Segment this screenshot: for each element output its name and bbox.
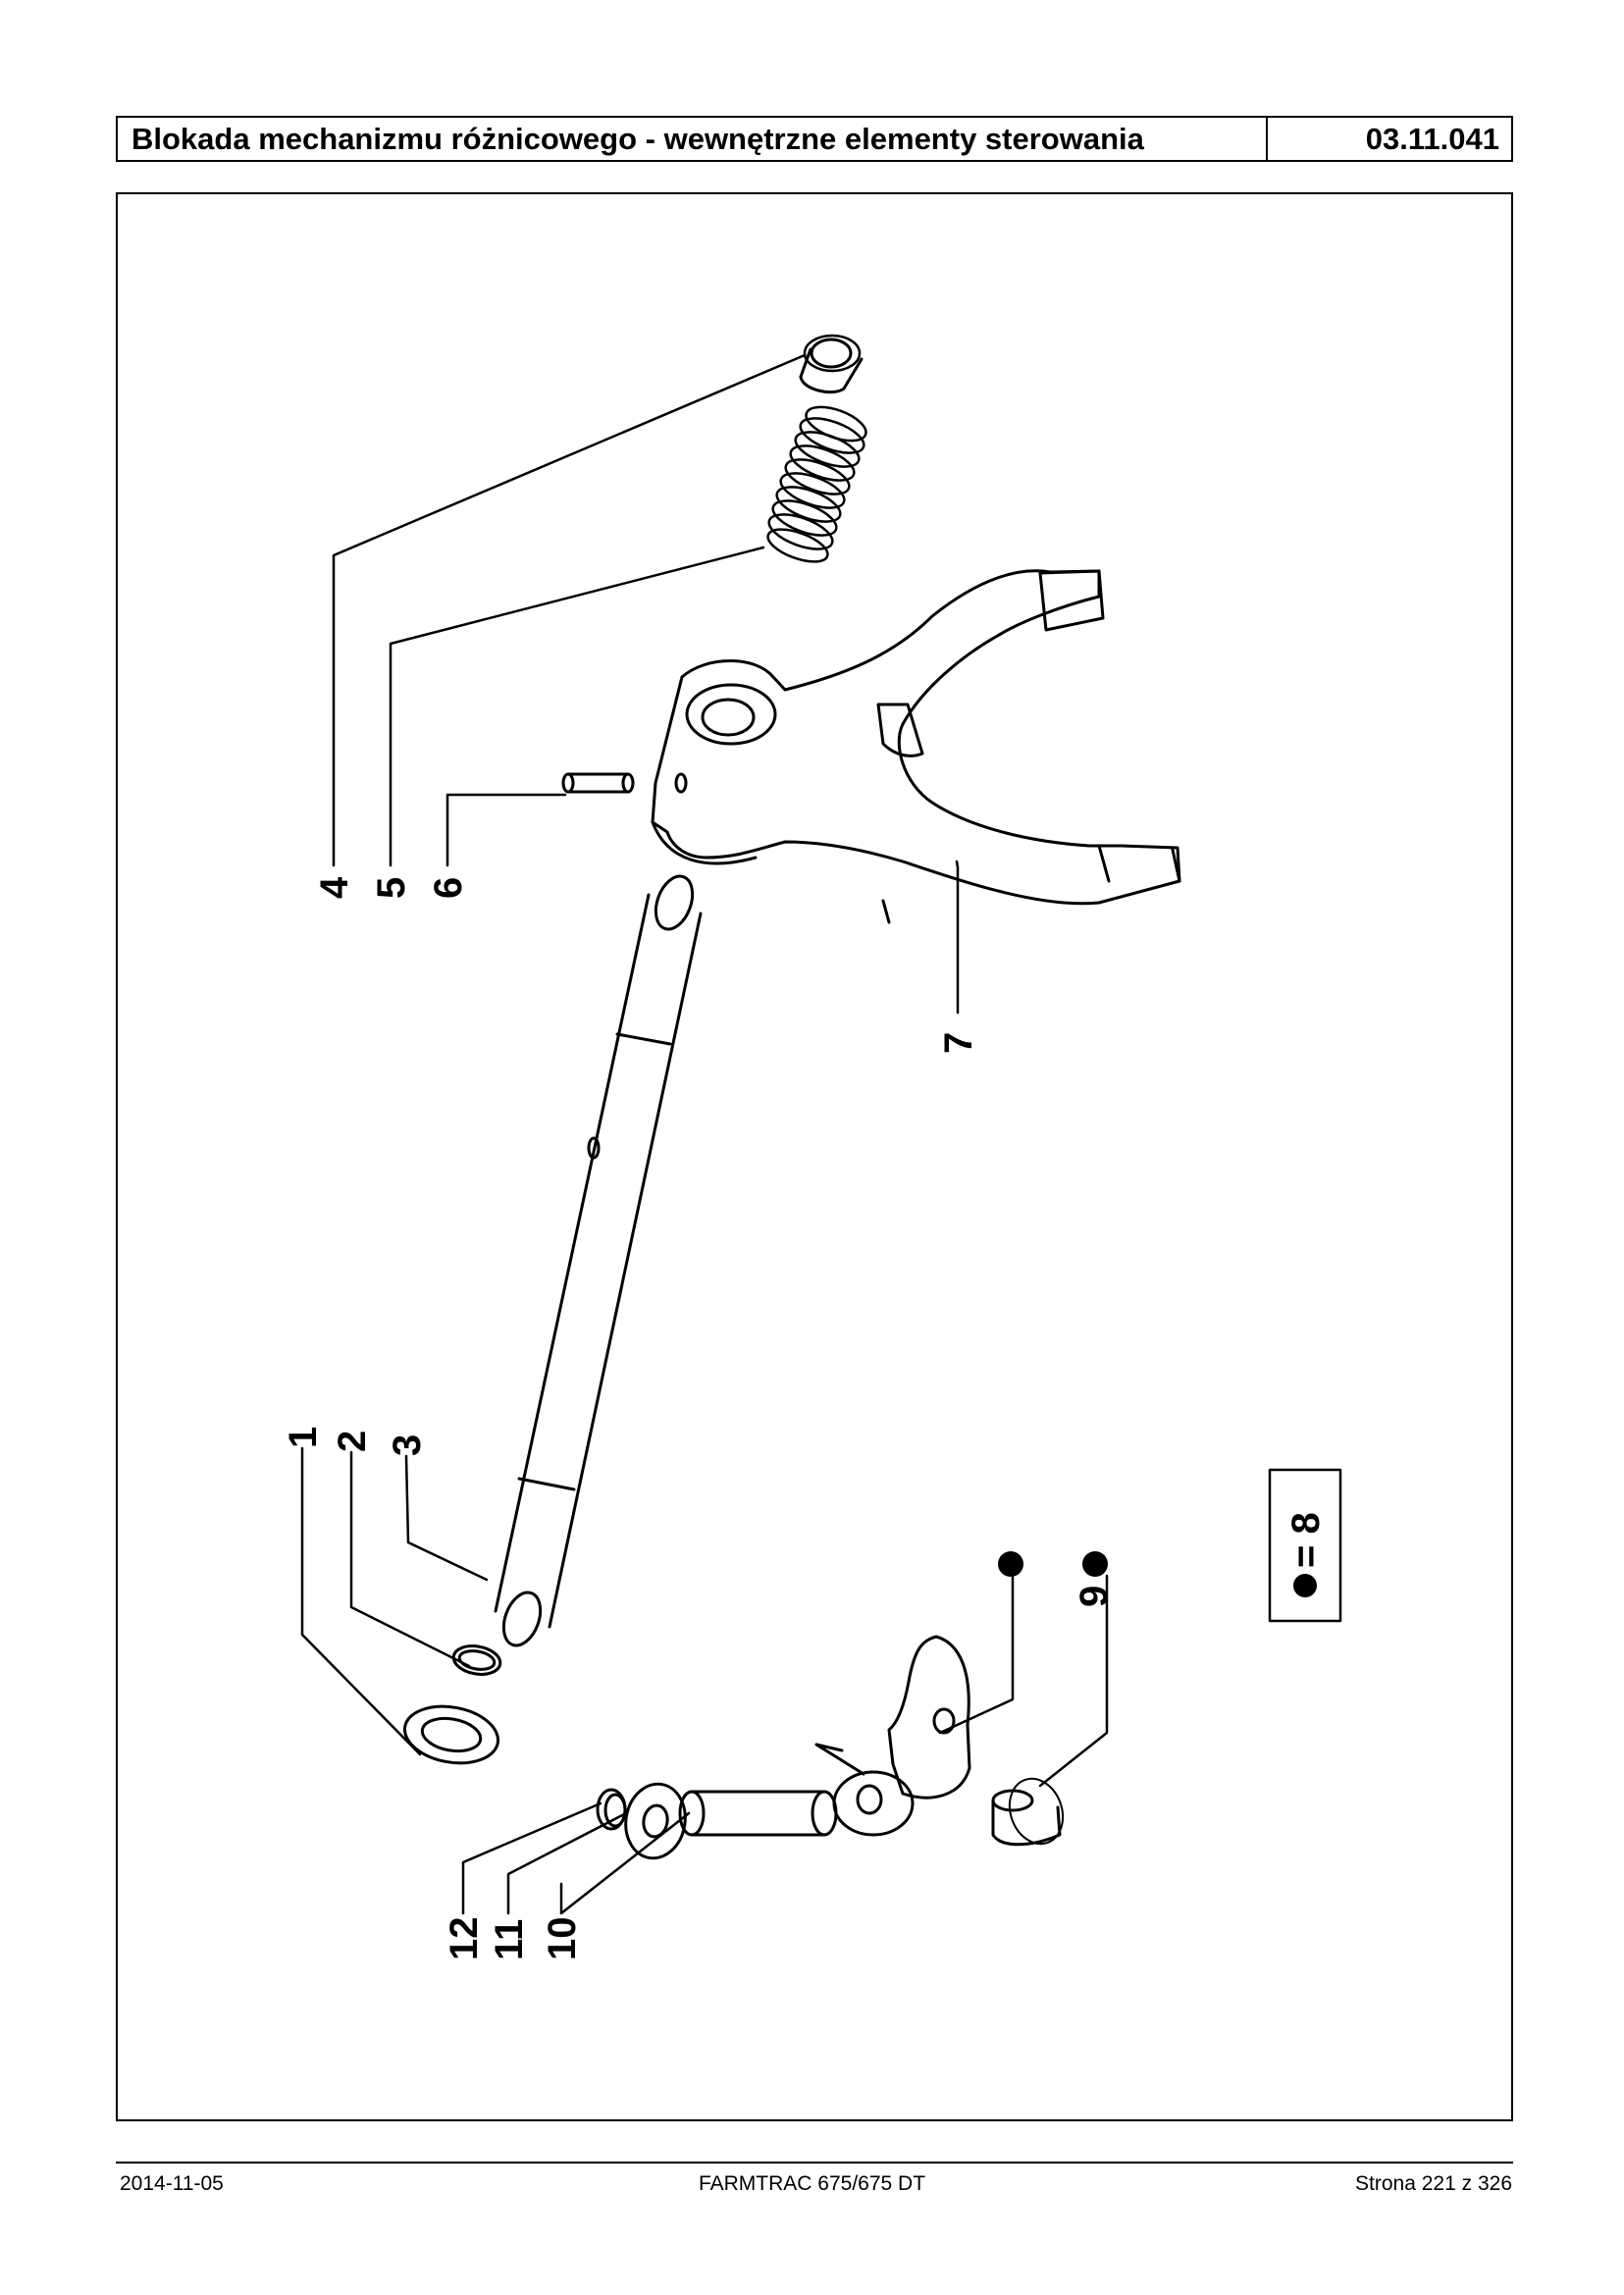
- washer-part: [402, 1704, 500, 1765]
- clip-12-part: [596, 1788, 627, 1831]
- callout-4: 4: [313, 876, 356, 899]
- footer-divider: [116, 2162, 1513, 2164]
- shift-fork-part: [651, 569, 1181, 924]
- shaft-part: [494, 874, 703, 1647]
- legend-box: [1268, 1468, 1342, 1623]
- spring-part: [766, 405, 867, 563]
- diagram-frame: 1 2 3 4 5 6 7 9 10 11 12 = 8: [116, 192, 1513, 2121]
- section-code: 03.11.041: [1365, 121, 1499, 156]
- footer-date: 2014-11-05: [120, 2172, 224, 2195]
- legend-ball: [1293, 1574, 1317, 1597]
- callout-7: 7: [937, 1032, 980, 1054]
- leader-lines: [300, 353, 1109, 1915]
- callout-3: 3: [386, 1434, 429, 1456]
- legend-text: = 8: [1284, 1512, 1328, 1568]
- pin-10-part: [678, 1790, 838, 1837]
- callout-5: 5: [370, 877, 413, 899]
- footer-model: FARMTRAC 675/675 DT: [698, 2172, 926, 2195]
- bushing-part: [799, 334, 864, 393]
- washer-11-part: [624, 1782, 687, 1860]
- callout-2: 2: [331, 1431, 374, 1452]
- pin-part: [561, 772, 635, 794]
- page-header: Blokada mechanizmu różnicowego - wewnętr…: [116, 116, 1513, 162]
- callout-9: 9: [1073, 1586, 1116, 1607]
- callout-10: 10: [541, 1917, 584, 1961]
- ball-bearing: [1082, 1551, 1108, 1577]
- page-title: Blokada mechanizmu różnicowego - wewnętr…: [118, 118, 1268, 160]
- exploded-parts-diagram: 1 2 3 4 5 6 7 9 10 11 12 = 8: [282, 334, 1342, 1961]
- bushing-9-part: [991, 1777, 1065, 1847]
- callout-1: 1: [282, 1427, 325, 1448]
- footer-page-number: Strona 221 z 326: [1355, 2172, 1512, 2195]
- ball-bearing: [998, 1551, 1023, 1577]
- o-ring-part: [451, 1644, 502, 1676]
- bracket-part: [814, 1635, 971, 1837]
- callout-11: 11: [488, 1919, 531, 1960]
- callout-6: 6: [427, 877, 470, 899]
- callout-12: 12: [443, 1917, 486, 1961]
